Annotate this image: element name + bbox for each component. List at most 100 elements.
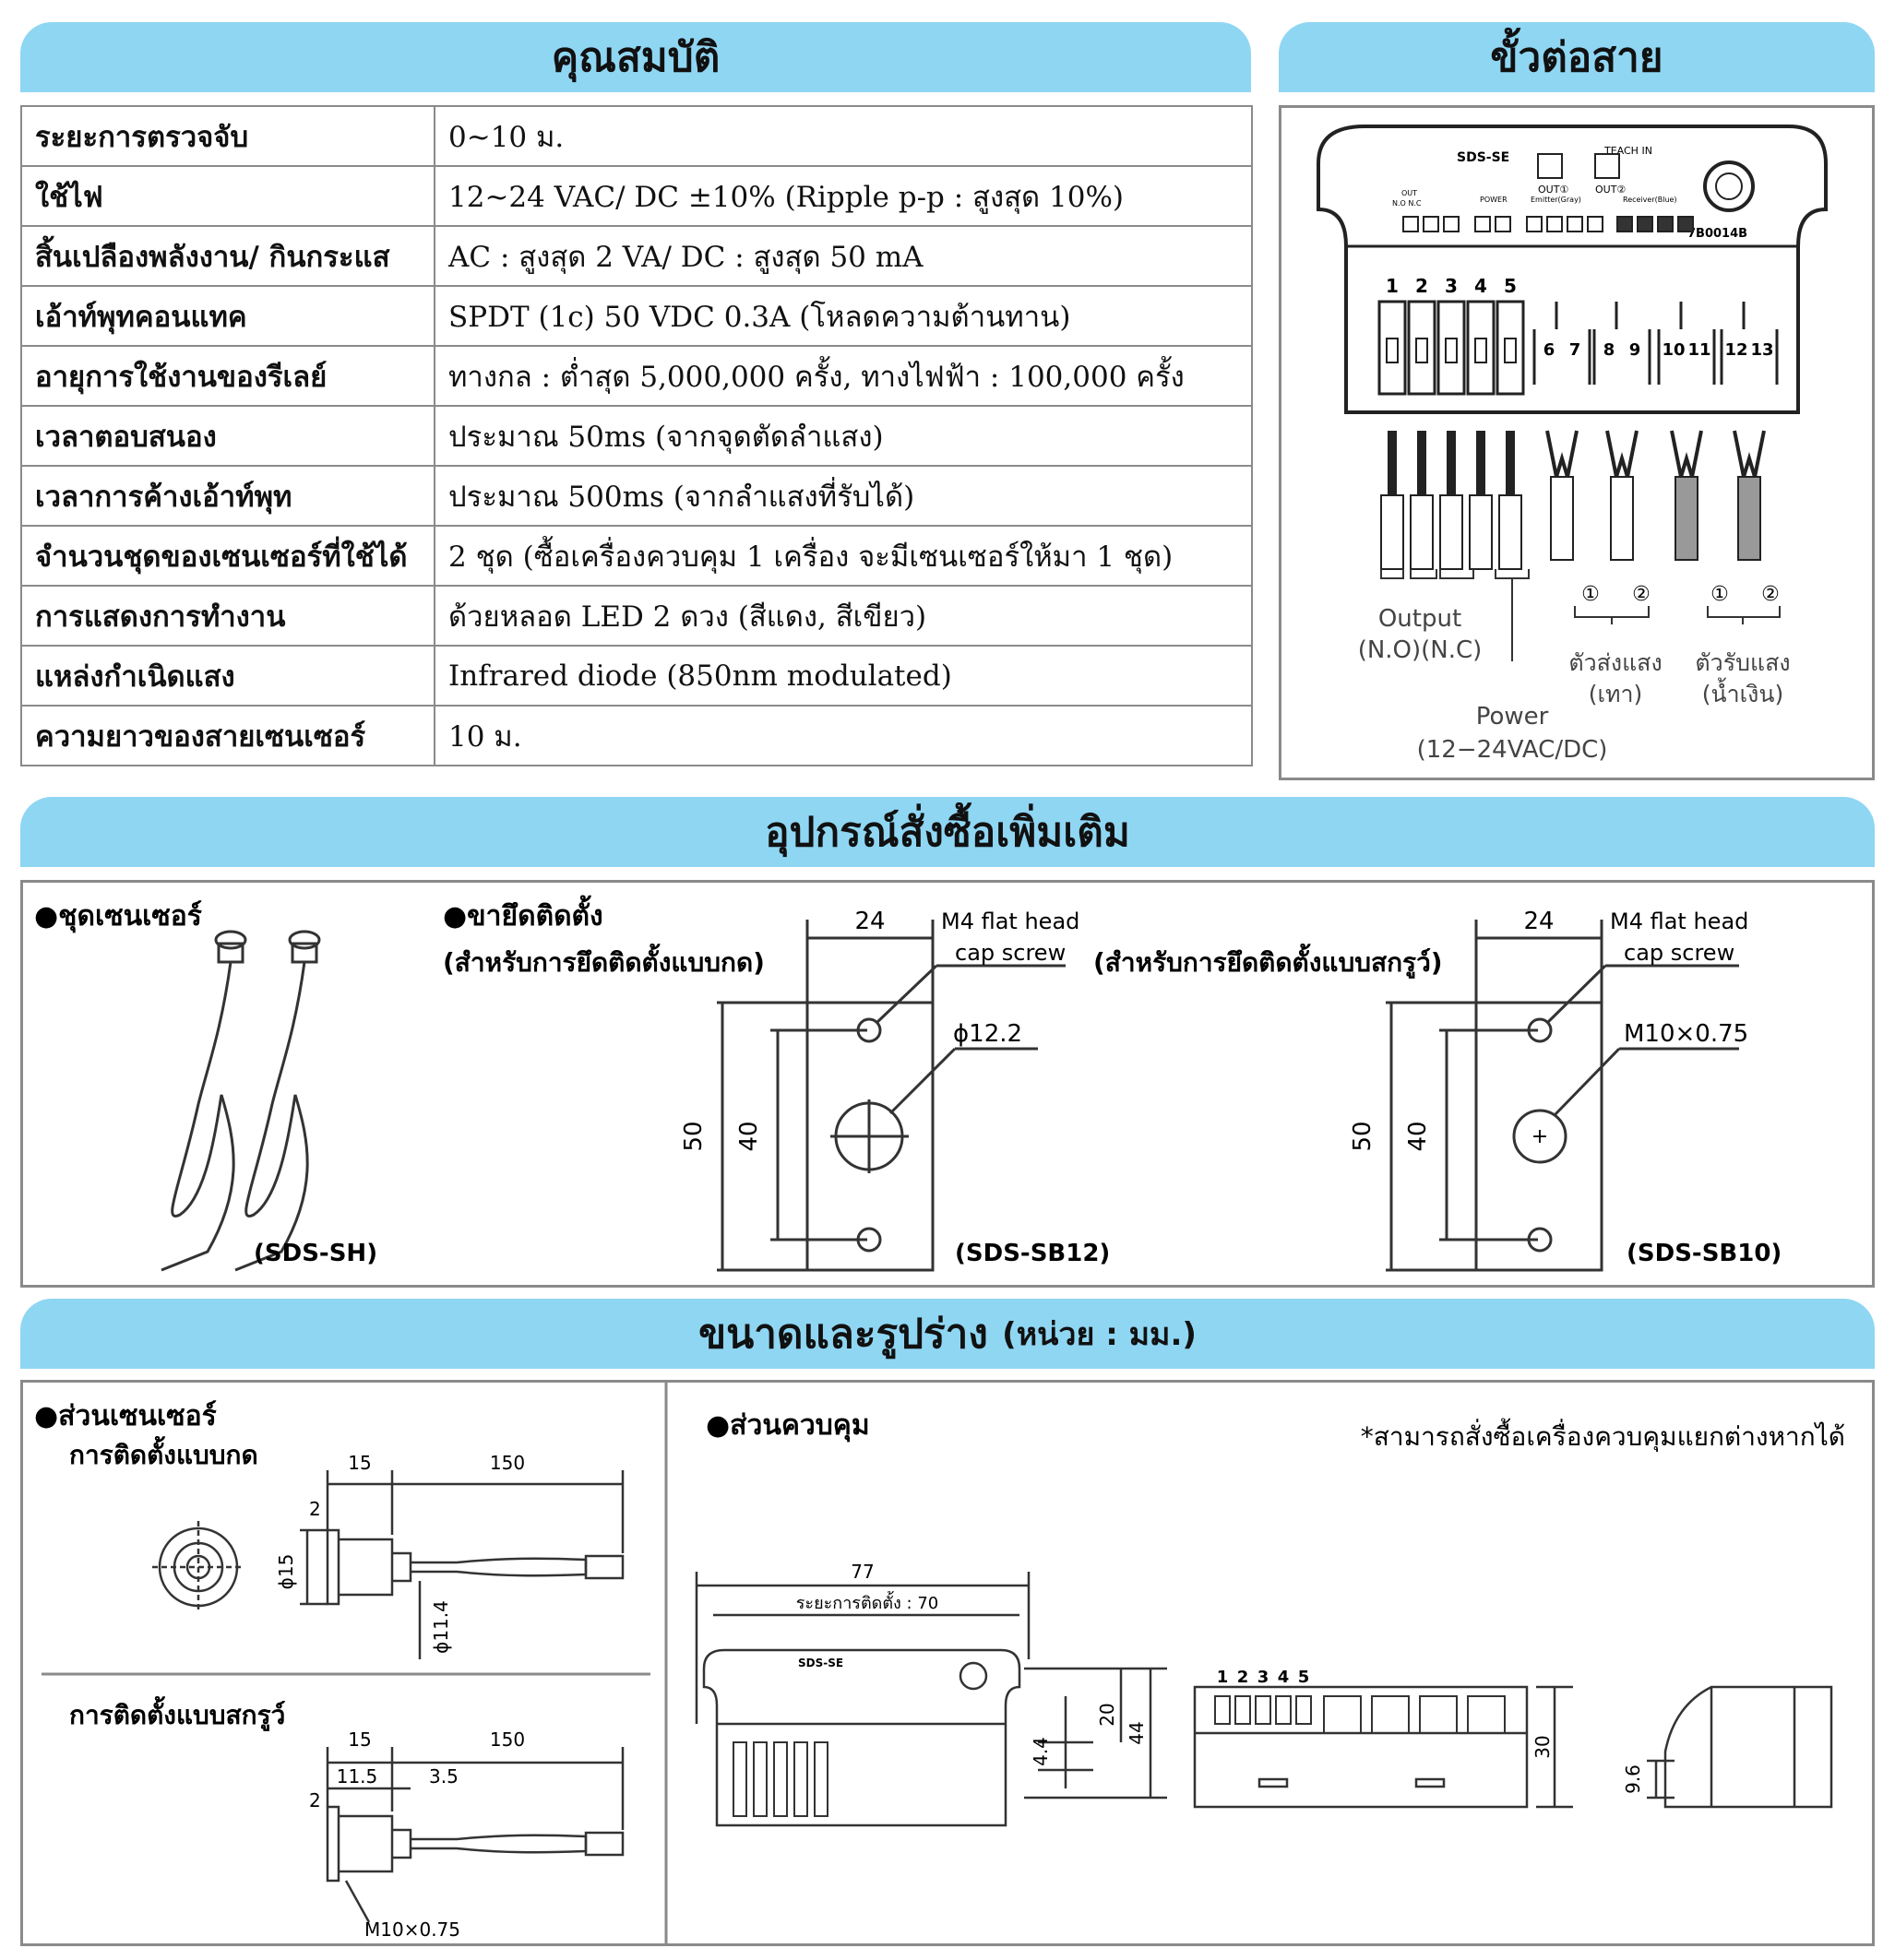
emitter-sub: (เทา): [1589, 681, 1643, 707]
terminal-number: 9: [1629, 340, 1641, 360]
spec-value: ด้วยหลอด LED 2 ดวง (สีแดง, สีเขียว): [434, 585, 1253, 647]
terminal-slot: [1436, 300, 1466, 396]
spec-value: 12~24 VAC/ DC ±10% (Ripple p-p : สูงสุด …: [434, 165, 1253, 227]
terminal-number: 11: [1687, 340, 1710, 360]
recv-1: ①: [1710, 583, 1729, 606]
accessories-drawing: ●ชุดเซนเซอร์ (SDS-SH) ●ขายึดติดตั้ง (สำห…: [34, 895, 1782, 1272]
wiring-header: ขั้วต่อสาย: [1279, 22, 1875, 92]
screw-d15: 15: [348, 1728, 371, 1751]
screw-d35: 3.5: [429, 1765, 459, 1788]
wiring-panel: SDS-SE TEACH IN OUT① OUT② OUT N.O N.C PO…: [1279, 105, 1875, 780]
press-d2: 2: [309, 1498, 321, 1520]
spec-label: อายุการใช้งานของรีเลย์: [20, 345, 435, 407]
wiring-emitter-small: Emitter(Gray): [1531, 196, 1581, 204]
svg-text:+: +: [1531, 1125, 1548, 1148]
ctrl-terminal: [773, 1741, 788, 1817]
spec-label: เอ้าท์พุทคอนแทค: [20, 285, 435, 347]
terminal-number: 12: [1724, 340, 1747, 360]
side-terminal-number: 4: [1278, 1668, 1290, 1687]
emitter-label: ตัวส่งแสง: [1568, 649, 1662, 676]
press-d15: 15: [348, 1452, 371, 1474]
screw-d2: 2: [309, 1789, 321, 1812]
side-terminal-number: 2: [1237, 1668, 1249, 1687]
spec-value: ทางกล : ต่ำสุด 5,000,000 ครั้ง, ทางไฟฟ้า…: [434, 345, 1253, 407]
features-header: คุณสมบัติ: [20, 22, 1251, 92]
spec-value: SPDT (1c) 50 VDC 0.3A (โหลดความต้านทาน): [434, 285, 1253, 347]
wiring-power-small: POWER: [1480, 196, 1508, 204]
screw-mount-label: การติดตั้งแบบสกรูว์: [69, 1695, 285, 1731]
ctrl-d20: 20: [1096, 1703, 1118, 1726]
ctrl-terminal: [814, 1741, 828, 1817]
terminal-number: 6: [1543, 340, 1555, 360]
spec-row: เวลาการค้างเอ้าท์พุทประมาณ 500ms (จากลำแ…: [20, 465, 1253, 527]
accessories-panel: ●ชุดเซนเซอร์ (SDS-SH) ●ขายึดติดตั้ง (สำห…: [20, 880, 1875, 1288]
terminal-number: 8: [1603, 340, 1615, 360]
side-d30: 30: [1531, 1735, 1554, 1758]
sb12-hole: ϕ12.2: [953, 1020, 1022, 1048]
sb10-dim50: 50: [1349, 1121, 1377, 1151]
terminal-slot: [1407, 300, 1436, 396]
end-d96: 9.6: [1622, 1764, 1644, 1794]
press-mount-label: การติดตั้งแบบกด: [69, 1435, 258, 1470]
sb12-screw1: M4 flat head: [941, 909, 1079, 934]
ctrl-model: SDS-SE: [798, 1657, 843, 1669]
dimensions-header: ขนาดและรูปร่าง (หน่วย : มม.): [20, 1299, 1875, 1369]
ctrl-d44: 44: [1126, 1721, 1148, 1744]
spec-value: 0~10 ม.: [434, 105, 1253, 167]
power-label: Power: [1476, 703, 1549, 731]
spec-label: จำนวนชุดของเซนเซอร์ที่ใช้ได้: [20, 525, 435, 587]
sb10-screw2: cap screw: [1624, 940, 1734, 966]
control-part-label: ●ส่วนควบคุม: [706, 1409, 870, 1443]
spec-row: จำนวนชุดของเซนเซอร์ที่ใช้ได้2 ชุด (ซื้อเ…: [20, 525, 1253, 587]
sb12-dim24: 24: [854, 908, 885, 935]
spec-row: ความยาวของสายเซนเซอร์10 ม.: [20, 705, 1253, 766]
sensor-wire: [1545, 430, 1579, 478]
wiring-partno: 7B0014B: [1687, 227, 1747, 241]
terminal-number: 13: [1750, 340, 1773, 360]
control-note: *สามารถสั่งซื้อเครื่องควบคุมแยกต่างหากได…: [1361, 1418, 1845, 1453]
side-terminal-number: 5: [1298, 1668, 1310, 1687]
press-dphi15: ϕ15: [275, 1554, 297, 1590]
bracket-label: ●ขายึดติดตั้ง: [443, 895, 603, 932]
wiring-teach: TEACH IN: [1603, 145, 1652, 157]
sb10-model: (SDS-SB10): [1627, 1240, 1782, 1267]
spec-value: Infrared diode (850nm modulated): [434, 645, 1253, 707]
ctrl-terminal: [733, 1741, 747, 1817]
terminal-number: 1: [1386, 275, 1399, 297]
spec-value: ประมาณ 500ms (จากลำแสงที่รับได้): [434, 465, 1253, 527]
terminal-slot: [1496, 300, 1525, 396]
side-terminal-number: 3: [1257, 1668, 1269, 1687]
press-d150: 150: [490, 1452, 525, 1474]
sb10-dim40: 40: [1404, 1121, 1432, 1151]
bracket-screw: (สำหรับการยึดติดตั้งแบบสกรูว์): [1093, 943, 1443, 979]
sensor-part-label: ●ส่วนเซนเซอร์: [34, 1400, 217, 1432]
screw-d115: 11.5: [337, 1765, 378, 1788]
sb10-thread: M10×0.75: [1624, 1020, 1748, 1048]
terminal-number: 7: [1569, 340, 1581, 360]
spec-value: 2 ชุด (ซื้อเครื่องควบคุม 1 เครื่อง จะมีเ…: [434, 525, 1253, 587]
terminal-number: 3: [1445, 275, 1458, 297]
ctrl-mount-dist: ระยะการติดตั้ง : 70: [796, 1591, 939, 1613]
sensor-cable-drawing: [161, 930, 321, 1272]
screw-m10: M10×0.75: [364, 1918, 460, 1941]
spec-label: สิ้นเปลืองพลังงาน/ กินกระแส: [20, 225, 435, 287]
dimensions-panel: ●ส่วนเซนเซอร์ การติดตั้งแบบกด การติดตั้ง…: [20, 1380, 1875, 1946]
terminal-number: 4: [1474, 275, 1487, 297]
sensor-wire: [1733, 430, 1766, 478]
press-dphi114: ϕ11.4: [430, 1600, 452, 1654]
sensor-set-label: ●ชุดเซนเซอร์: [34, 900, 202, 933]
sb10-dim24: 24: [1523, 908, 1554, 935]
spec-value: ประมาณ 50ms (จากจุดตัดลำแสง): [434, 405, 1253, 467]
terminal-slot: [1466, 300, 1496, 396]
side-terminal-number: 1: [1217, 1668, 1229, 1687]
bracket-press: (สำหรับการยึดติดตั้งแบบกด): [443, 943, 765, 978]
emit-2: ②: [1632, 583, 1651, 606]
power-sub: (12−24VAC/DC): [1417, 736, 1608, 764]
receiver-sub: (น้ำเงิน): [1702, 677, 1783, 707]
